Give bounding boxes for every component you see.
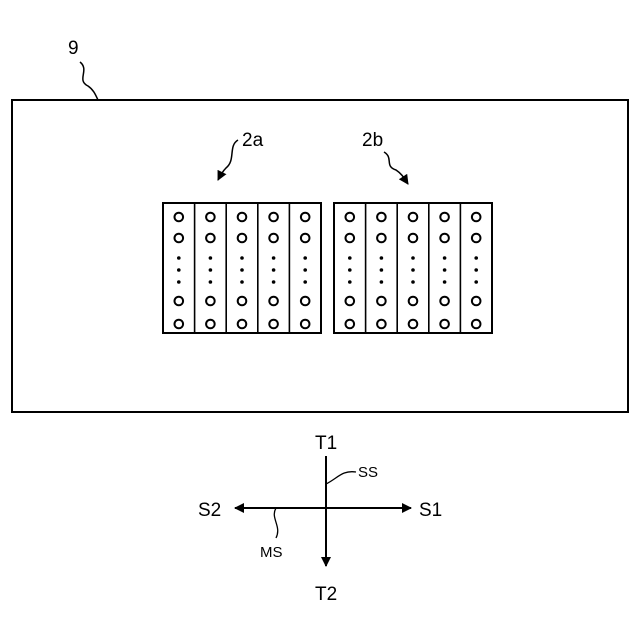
- board-label: 9: [68, 38, 79, 59]
- cell-circle: [238, 213, 247, 222]
- board-leader-line: [80, 62, 98, 100]
- cell-circle: [238, 320, 247, 329]
- ellipsis-dot: [380, 268, 384, 272]
- cell-circle: [377, 213, 386, 222]
- module-2b: [334, 203, 492, 333]
- cell-circle: [206, 234, 215, 243]
- ellipsis-dot: [474, 268, 478, 272]
- ellipsis-dot: [443, 256, 447, 260]
- ss-leader-line: [326, 472, 356, 484]
- ellipsis-dot: [209, 256, 213, 260]
- cell-circle: [238, 297, 247, 306]
- module-2a: [163, 203, 321, 333]
- t2-label: T2: [315, 584, 337, 605]
- ellipsis-dot: [443, 268, 447, 272]
- cell-circle: [440, 320, 449, 329]
- ellipsis-dot: [240, 280, 244, 284]
- cell-circle: [175, 234, 184, 243]
- ellipsis-dot: [303, 280, 307, 284]
- ellipsis-dot: [348, 280, 352, 284]
- cell-circle: [440, 297, 449, 306]
- cell-circle: [269, 234, 278, 243]
- cell-circle: [409, 213, 418, 222]
- module-a-arrow: [218, 140, 238, 180]
- cell-circle: [377, 234, 386, 243]
- cell-circle: [346, 213, 355, 222]
- ellipsis-dot: [348, 256, 352, 260]
- battery-modules: [163, 203, 492, 333]
- cell-circle: [175, 213, 184, 222]
- cell-circle: [409, 320, 418, 329]
- cell-circle: [346, 234, 355, 243]
- ellipsis-dot: [272, 268, 276, 272]
- ellipsis-dot: [177, 280, 181, 284]
- ellipsis-dot: [380, 256, 384, 260]
- cell-circle: [269, 213, 278, 222]
- ellipsis-dot: [303, 256, 307, 260]
- ellipsis-dot: [411, 280, 415, 284]
- ss-label: SS: [358, 464, 378, 481]
- cell-circle: [301, 213, 310, 222]
- ellipsis-dot: [474, 280, 478, 284]
- cell-circle: [377, 320, 386, 329]
- ellipsis-dot: [240, 268, 244, 272]
- cell-circle: [440, 234, 449, 243]
- cell-circle: [206, 213, 215, 222]
- cell-circle: [175, 320, 184, 329]
- cell-circle: [206, 320, 215, 329]
- module-outline: [163, 203, 321, 333]
- cell-circle: [301, 234, 310, 243]
- cell-circle: [206, 297, 215, 306]
- cell-circle: [440, 213, 449, 222]
- ellipsis-dot: [380, 280, 384, 284]
- cell-circle: [472, 320, 481, 329]
- ellipsis-dot: [443, 280, 447, 284]
- ellipsis-dot: [474, 256, 478, 260]
- s2-label: S2: [198, 500, 221, 521]
- ellipsis-dot: [411, 256, 415, 260]
- ellipsis-dot: [209, 268, 213, 272]
- cell-circle: [377, 297, 386, 306]
- ms-label: MS: [260, 544, 283, 561]
- t1-label: T1: [315, 433, 337, 454]
- cell-circle: [472, 297, 481, 306]
- module-outline: [334, 203, 492, 333]
- cell-circle: [269, 320, 278, 329]
- ellipsis-dot: [272, 280, 276, 284]
- ellipsis-dot: [177, 256, 181, 260]
- ellipsis-dot: [177, 268, 181, 272]
- ellipsis-dot: [272, 256, 276, 260]
- cell-circle: [472, 234, 481, 243]
- ellipsis-dot: [240, 256, 244, 260]
- cell-circle: [175, 297, 184, 306]
- cell-circle: [238, 234, 247, 243]
- ms-leader-line: [274, 508, 277, 538]
- cell-circle: [301, 320, 310, 329]
- cell-circle: [409, 297, 418, 306]
- cell-circle: [346, 297, 355, 306]
- ellipsis-dot: [303, 268, 307, 272]
- module-b-label: 2b: [362, 130, 383, 151]
- ellipsis-dot: [348, 268, 352, 272]
- module-a-label: 2a: [242, 130, 264, 151]
- cell-circle: [301, 297, 310, 306]
- ellipsis-dot: [209, 280, 213, 284]
- cell-circle: [346, 320, 355, 329]
- cell-circle: [409, 234, 418, 243]
- ellipsis-dot: [411, 268, 415, 272]
- s1-label: S1: [419, 500, 442, 521]
- module-b-arrow: [384, 152, 408, 184]
- cell-circle: [269, 297, 278, 306]
- cell-circle: [472, 213, 481, 222]
